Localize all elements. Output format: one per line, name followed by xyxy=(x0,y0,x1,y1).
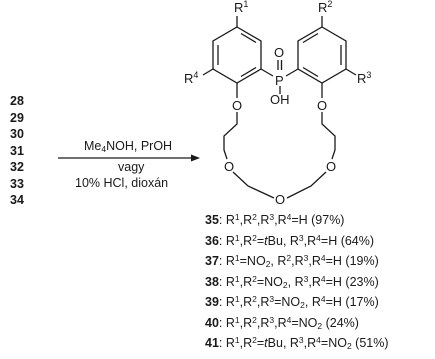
ether-oxygen-4: O xyxy=(326,159,336,174)
right-benzene-ring xyxy=(297,26,347,84)
condition-reagents: Me4NOH, PrOH xyxy=(84,139,173,154)
starting-compound: 28 xyxy=(10,94,24,108)
product-number: 35 xyxy=(205,213,219,227)
product-number: 39 xyxy=(205,295,219,309)
starting-compound: 34 xyxy=(10,193,24,207)
product-entry: 36: R1,R2=tBu, R3,R4=H (64%) xyxy=(205,232,375,248)
crown-ether-structure xyxy=(202,16,357,199)
product-number: 37 xyxy=(205,254,219,268)
product-list: 35: R1,R2,R3,R4=H (97%) 36: R1,R2=tBu, R… xyxy=(205,210,389,354)
product-entry: 38: R1,R2=NO2, R3,R4=H (23%) xyxy=(205,273,379,290)
starting-compound: 29 xyxy=(10,110,24,125)
product-number: 38 xyxy=(205,274,219,289)
product-number: 40 xyxy=(205,315,219,330)
ether-oxygen-1: O xyxy=(232,98,242,113)
r2-label: R2 xyxy=(318,0,332,15)
phosphorus-atom: P xyxy=(275,73,284,88)
product-number: 36 xyxy=(205,233,219,248)
condition-or: vagy xyxy=(118,160,145,174)
ether-oxygen-2: O xyxy=(317,98,327,113)
product-entry: 40: R1,R2,R3,R4=NO2 (24%) xyxy=(205,314,359,331)
condition-alternative: 10% HCl, dioxán xyxy=(75,176,169,190)
product-number: 41 xyxy=(205,336,219,350)
hydroxyl-group: OH xyxy=(270,92,290,107)
r1-label: R1 xyxy=(234,0,248,15)
starting-compound: 32 xyxy=(10,160,24,174)
product-entry: 37: R1=NO2, R2,R3,R4=H (19%) xyxy=(205,253,379,269)
starting-compound: 30 xyxy=(10,127,24,141)
product-entry: 35: R1,R2,R3,R4=H (97%) xyxy=(205,212,345,227)
starting-compound-list: 28 29 30 31 32 33 34 xyxy=(10,93,24,209)
ether-oxygen-3: O xyxy=(224,159,234,174)
reaction-arrow xyxy=(58,154,200,162)
oxo-oxygen: O xyxy=(274,45,284,60)
starting-compound: 31 xyxy=(10,143,24,158)
product-entry: 41: R1,R2=tBu, R3,R4=NO2 (51%) xyxy=(205,335,389,351)
r3-label: R3 xyxy=(357,70,371,86)
starting-compound: 33 xyxy=(10,176,24,191)
r4-label: R4 xyxy=(184,70,198,86)
ether-oxygen-5: O xyxy=(275,192,285,207)
left-benzene-ring xyxy=(212,26,262,84)
product-entry: 39: R1,R2,R3=NO2, R4=H (17%) xyxy=(205,294,379,310)
